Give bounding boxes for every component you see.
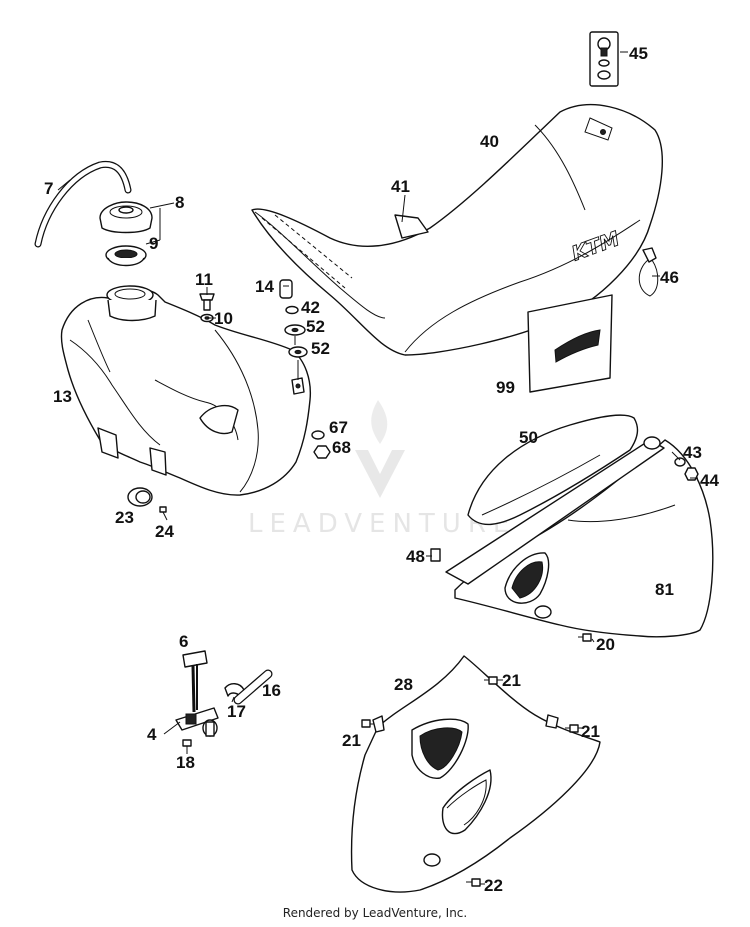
callout-7: 7 xyxy=(44,179,53,198)
callout-9: 9 xyxy=(149,234,158,253)
part-45-plug xyxy=(589,31,619,87)
callout-16: 16 xyxy=(262,681,281,700)
part-46-strap xyxy=(638,247,659,297)
callout-21-b: 21 xyxy=(342,731,361,750)
callout-6: 6 xyxy=(179,632,188,651)
callout-44: 44 xyxy=(700,471,719,490)
callout-18: 18 xyxy=(176,753,195,772)
callout-28: 28 xyxy=(394,675,413,694)
callout-4: 4 xyxy=(147,725,157,744)
part-22-screw xyxy=(466,878,481,887)
callout-24: 24 xyxy=(155,522,174,541)
part-18-screw xyxy=(182,739,192,754)
part-48-clip xyxy=(430,548,441,562)
part-43-washer xyxy=(674,457,686,467)
callout-8: 8 xyxy=(175,193,184,212)
callout-22: 22 xyxy=(484,876,503,895)
part-20-screw xyxy=(578,633,592,642)
part-16-hose xyxy=(233,669,273,705)
part-24-screw xyxy=(159,506,168,521)
callout-14: 14 xyxy=(255,277,274,296)
callout-40: 40 xyxy=(480,132,499,151)
callout-20: 20 xyxy=(596,635,615,654)
part-21-screw-b xyxy=(361,719,374,728)
part-7-hose xyxy=(34,160,132,248)
footer-credit: Rendered by LeadVenture, Inc. xyxy=(282,906,468,920)
part-13-fuel-tank xyxy=(60,285,312,496)
part-42-washer xyxy=(285,305,299,315)
callout-23: 23 xyxy=(115,508,134,527)
part-11-screw xyxy=(199,293,215,311)
part-28-guard xyxy=(350,655,601,893)
callout-10: 10 xyxy=(214,309,233,328)
callout-50: 50 xyxy=(519,428,538,447)
callout-81: 81 xyxy=(655,580,674,599)
callout-41: 41 xyxy=(391,177,410,196)
callout-42: 42 xyxy=(301,298,320,317)
callout-46: 46 xyxy=(660,268,679,287)
part-23-grommet xyxy=(127,487,153,507)
callout-43: 43 xyxy=(683,443,702,462)
callout-21-c: 21 xyxy=(581,722,600,741)
callout-21-a: 21 xyxy=(502,671,521,690)
callout-67: 67 xyxy=(329,418,348,437)
part-14-bolt xyxy=(279,279,293,299)
part-9-gasket xyxy=(105,245,147,267)
part-40-seat: KTM xyxy=(251,104,663,356)
callout-45: 45 xyxy=(629,44,648,63)
part-68-nut xyxy=(313,445,331,459)
part-81-side-panel xyxy=(445,436,714,638)
leader-lines xyxy=(57,51,698,885)
part-6-filter xyxy=(182,650,208,668)
part-99-decal xyxy=(527,294,613,393)
callout-52-b: 52 xyxy=(311,339,330,358)
callout-13: 13 xyxy=(53,387,72,406)
part-8-filler-cap xyxy=(99,201,153,234)
callout-52-a: 52 xyxy=(306,317,325,336)
part-50-side-panel xyxy=(467,414,639,526)
part-67-washer xyxy=(311,430,325,440)
part-52-washer-a xyxy=(284,324,306,336)
part-44-nut xyxy=(684,467,699,481)
watermark-text: LEADVENTURE xyxy=(248,509,516,539)
callout-17: 17 xyxy=(227,702,246,721)
callout-11: 11 xyxy=(195,270,213,289)
part-4-fuel-tap xyxy=(175,664,219,737)
callout-labels: 45 40 41 46 99 7 8 9 11 10 14 42 52 52 1… xyxy=(44,44,719,895)
leadventure-watermark: LEADVENTURE xyxy=(248,400,516,539)
callout-99: 99 xyxy=(496,378,515,397)
callout-48: 48 xyxy=(406,547,425,566)
callout-68: 68 xyxy=(332,438,351,457)
part-52-washer-b xyxy=(288,346,308,358)
